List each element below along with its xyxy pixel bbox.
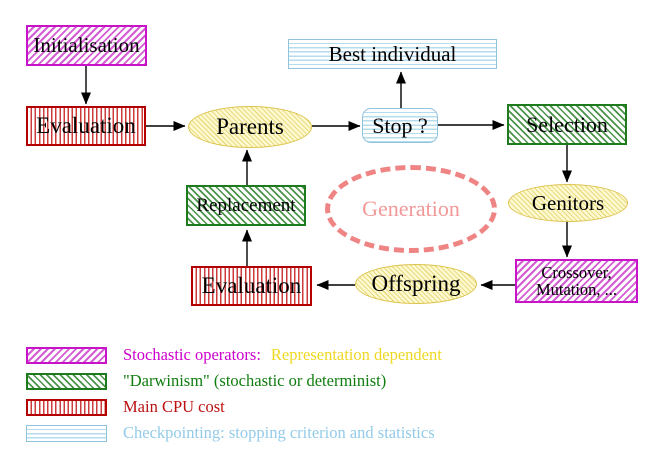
legend-label-darwinism: "Darwinism" (stochastic or determinist): [123, 371, 387, 390]
node-replacement: Replacement: [186, 185, 306, 226]
legend-label-stochastic-operators: Stochastic operators:: [123, 345, 261, 364]
node-offspring-label: Offspring: [371, 270, 461, 296]
node-evaluation-top-label: Evaluation: [36, 112, 136, 138]
node-crossover-label-line1: Crossover,: [541, 262, 612, 282]
node-stop: Stop ?: [362, 108, 438, 143]
node-parents-label: Parents: [216, 113, 284, 139]
legend-swatch-red-stripe: [26, 398, 107, 416]
legend-label-main-cpu-cost: Main CPU cost: [123, 397, 225, 416]
legend-swatch-green-hatch: [26, 372, 107, 390]
legend-label-representation-dependent: Representation dependent: [270, 345, 442, 364]
node-replacement-label: Replacement: [196, 194, 296, 216]
node-initialisation: Initialisation: [26, 25, 147, 66]
node-evaluation-top: Evaluation: [26, 106, 146, 146]
legend-row-stochastic-operators: Stochastic operators: Representation dep…: [26, 345, 442, 364]
node-parents: Parents: [188, 106, 312, 148]
legend-label-checkpointing: Checkpointing: stopping criterion and st…: [123, 423, 435, 442]
legend-swatch-magenta-hatch: [26, 346, 107, 364]
node-evaluation-bottom: Evaluation: [191, 266, 312, 306]
node-selection-label: Selection: [526, 111, 608, 137]
node-evaluation-bottom-label: Evaluation: [201, 272, 302, 298]
node-generation: Generation: [325, 165, 497, 253]
node-stop-label: Stop ?: [372, 112, 428, 138]
legend-swatch-cyan-stripe: [26, 424, 107, 442]
node-crossover-label-line2: Mutation, ...: [535, 280, 618, 299]
node-generation-label: Generation: [362, 196, 460, 222]
node-crossover-mutation: Crossover, Mutation, ...: [515, 259, 638, 303]
node-genitors-label: Genitors: [531, 190, 605, 215]
node-genitors: Genitors: [508, 184, 628, 222]
node-best-individual-label: Best individual: [328, 41, 457, 66]
node-best-individual: Best individual: [288, 39, 497, 69]
node-selection: Selection: [507, 104, 627, 145]
node-initialisation-label: Initialisation: [33, 33, 140, 58]
legend-row-main-cpu-cost: Main CPU cost: [26, 397, 225, 416]
node-offspring: Offspring: [355, 264, 477, 304]
legend-row-checkpointing: Checkpointing: stopping criterion and st…: [26, 423, 435, 442]
legend-row-darwinism: "Darwinism" (stochastic or determinist): [26, 371, 387, 390]
